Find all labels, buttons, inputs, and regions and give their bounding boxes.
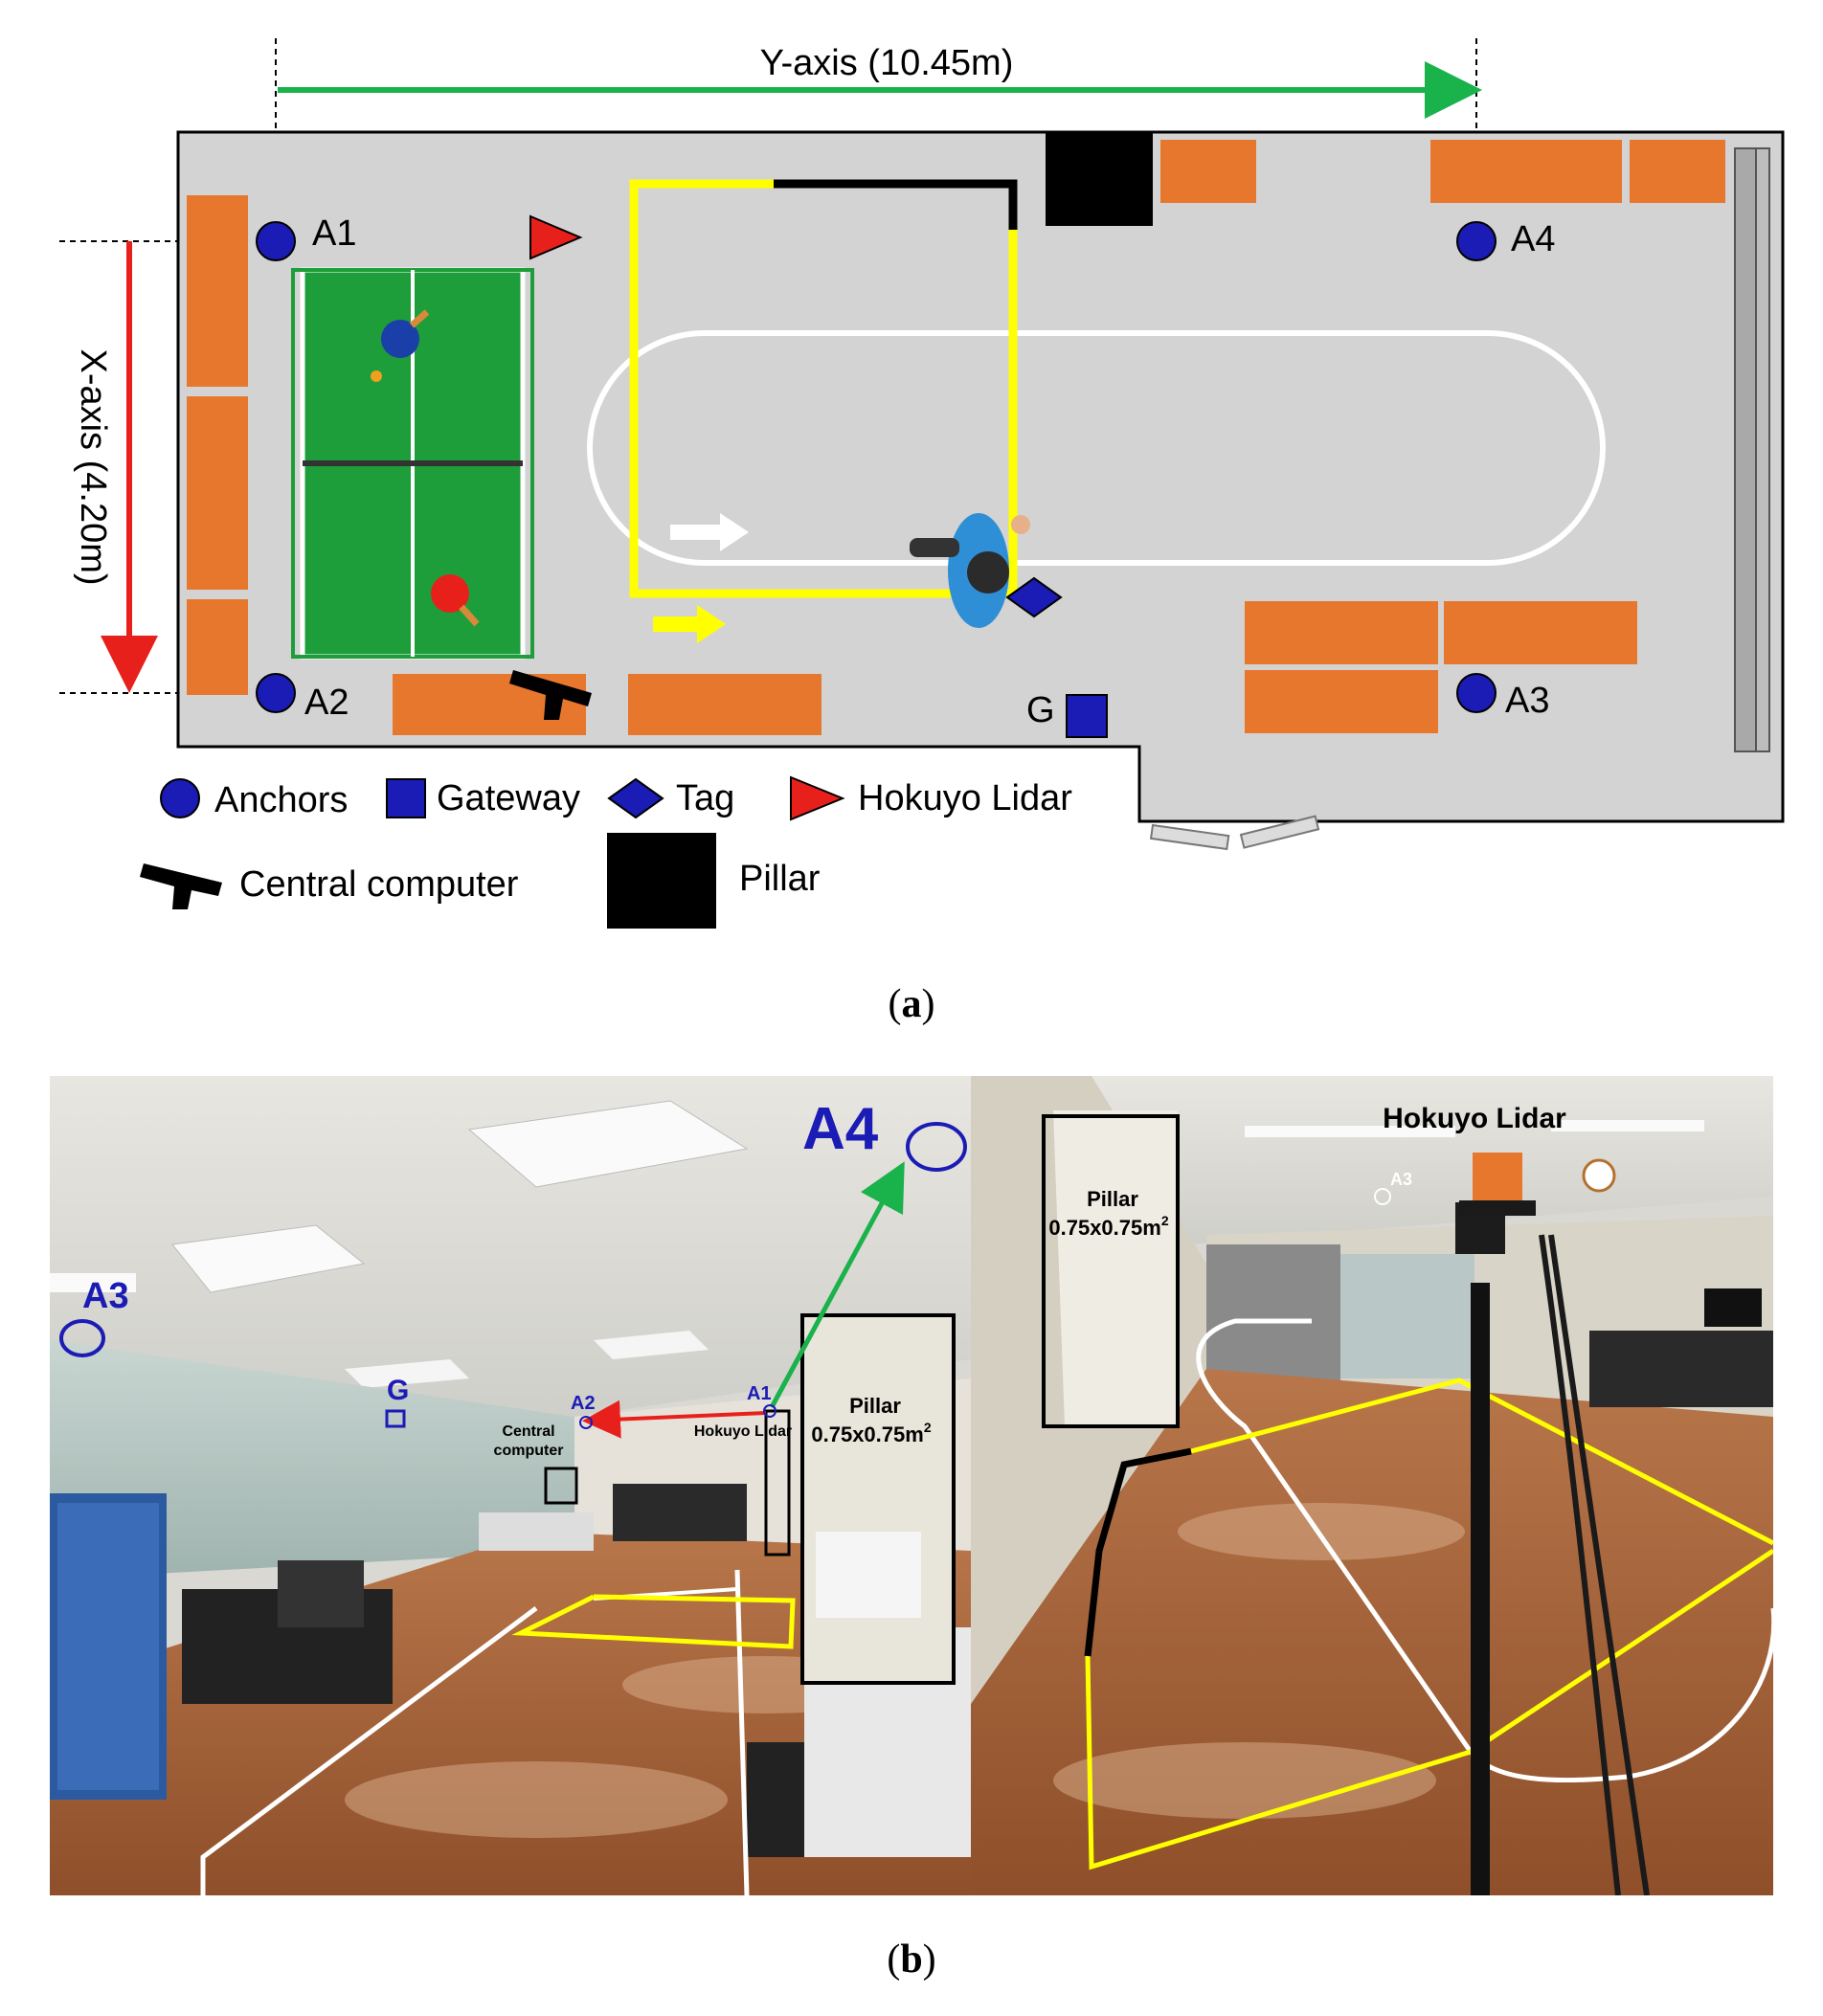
panel-b-photos: A4 A3 G A2 A1 Central computer Hokuyo Li… bbox=[50, 1076, 1773, 1982]
x-axis-label: X-axis (4.20m) bbox=[73, 348, 113, 585]
legend-computer: Central computer bbox=[239, 864, 519, 905]
legend-lidar: Hokuyo Lidar bbox=[858, 778, 1072, 818]
desk bbox=[1245, 601, 1438, 664]
person-icon bbox=[910, 513, 1030, 628]
anchor-a1 bbox=[256, 221, 296, 261]
lidar-marker bbox=[529, 214, 583, 260]
g-label: G bbox=[387, 1375, 409, 1406]
pillar-title-right: Pillar bbox=[1087, 1187, 1138, 1211]
blue-paddle-icon bbox=[381, 320, 419, 358]
legend-tag: Tag bbox=[676, 778, 734, 818]
white-track-right bbox=[1196, 1318, 1773, 1783]
lidar-box-left bbox=[764, 1409, 791, 1557]
ping-pong-table bbox=[291, 267, 534, 660]
legend-pillar-icon bbox=[607, 833, 716, 929]
caption-b: (b) bbox=[887, 1938, 935, 1982]
yellow-path bbox=[629, 179, 1018, 598]
a3-label-right: A3 bbox=[1390, 1170, 1412, 1189]
central-computer-label-1: Central bbox=[502, 1423, 554, 1440]
legend-gateway: Gateway bbox=[437, 778, 580, 818]
a3-label-left: A3 bbox=[82, 1276, 129, 1316]
desk bbox=[187, 396, 248, 590]
legend: Anchors Gateway Tag Hokuyo Lidar Central… bbox=[140, 775, 1072, 929]
a4-label: A4 bbox=[802, 1096, 879, 1162]
right-shelf-2 bbox=[1755, 147, 1770, 752]
anchor-a4-label: A4 bbox=[1511, 219, 1555, 259]
pillar bbox=[1046, 132, 1153, 226]
a3-circle-right bbox=[1374, 1188, 1391, 1205]
a2-circle bbox=[579, 1416, 593, 1429]
desk bbox=[1430, 140, 1622, 203]
desk bbox=[187, 195, 248, 387]
white-direction-arrow bbox=[670, 513, 749, 551]
red-paddle-icon bbox=[431, 574, 469, 613]
a1-label: A1 bbox=[747, 1383, 772, 1404]
desk bbox=[1444, 601, 1637, 664]
red-axis-arrow-left bbox=[582, 1400, 767, 1439]
pillar-size-right: 0.75x0.75m2 bbox=[1048, 1213, 1168, 1240]
legend-anchors: Anchors bbox=[214, 780, 348, 820]
legend-tag-icon bbox=[607, 777, 664, 819]
black-path-segment bbox=[774, 179, 1018, 230]
caption-a: (a) bbox=[889, 982, 935, 1026]
anchor-a3 bbox=[1456, 673, 1497, 713]
hokuyo-label-left: Hokuyo Lidar bbox=[694, 1423, 792, 1440]
ball-icon bbox=[371, 370, 382, 382]
legend-lidar-icon bbox=[790, 775, 845, 821]
desk bbox=[187, 599, 248, 695]
gateway-marker bbox=[1066, 694, 1108, 738]
yellow-direction-arrow bbox=[653, 605, 726, 643]
central-computer-icon bbox=[509, 670, 592, 720]
left-photo: A4 A3 G A2 A1 Central computer Hokuyo Li… bbox=[50, 1076, 971, 1895]
white-track bbox=[587, 330, 1606, 566]
y-axis-label: Y-axis (10.45m) bbox=[760, 43, 1014, 83]
door-leaf-2 bbox=[1239, 815, 1320, 849]
a3-circle-left bbox=[59, 1319, 105, 1357]
a1-circle bbox=[763, 1404, 776, 1418]
right-shelf bbox=[1734, 147, 1757, 752]
anchor-a2-label: A2 bbox=[304, 683, 349, 723]
tag-marker bbox=[1005, 576, 1063, 618]
black-path-right bbox=[1084, 1447, 1192, 1657]
g-box bbox=[385, 1409, 406, 1428]
legend-computer-icon bbox=[140, 863, 222, 909]
desk bbox=[1160, 140, 1256, 203]
anchor-a4 bbox=[1456, 221, 1497, 261]
desk bbox=[628, 674, 821, 735]
a4-circle bbox=[906, 1122, 967, 1172]
anchor-a1-label: A1 bbox=[312, 213, 356, 254]
computer-box-left bbox=[544, 1467, 578, 1505]
a2-label: A2 bbox=[571, 1393, 596, 1414]
panel-a-floor-plan: Y-axis (10.45m) X-axis (4.20m) bbox=[59, 38, 1785, 1026]
legend-gateway-icon bbox=[386, 778, 426, 818]
legend-pillar: Pillar bbox=[739, 859, 821, 899]
pillar-box-right bbox=[1042, 1114, 1180, 1428]
central-computer-label-2: computer bbox=[494, 1443, 564, 1459]
desk bbox=[1245, 670, 1438, 733]
lidar-device bbox=[1473, 1153, 1522, 1202]
legend-anchor-icon bbox=[160, 778, 200, 818]
pillar-title-left: Pillar bbox=[849, 1394, 901, 1418]
yellow-path-right bbox=[1190, 1378, 1773, 1546]
desk bbox=[1630, 140, 1725, 203]
green-axis-arrow-left bbox=[769, 1161, 905, 1409]
hokuyo-label-right: Hokuyo Lidar bbox=[1383, 1103, 1566, 1134]
door-leaf-1 bbox=[1149, 823, 1230, 851]
anchor-a2 bbox=[256, 673, 296, 713]
gateway-label: G bbox=[1026, 690, 1055, 730]
right-photo: Hokuyo Lidar A3 Pillar 0.75x0.75m2 bbox=[971, 1076, 1773, 1895]
anchor-a3-label: A3 bbox=[1505, 681, 1549, 721]
pillar-box-left bbox=[800, 1313, 956, 1685]
pillar-size-left: 0.75x0.75m2 bbox=[811, 1420, 931, 1446]
